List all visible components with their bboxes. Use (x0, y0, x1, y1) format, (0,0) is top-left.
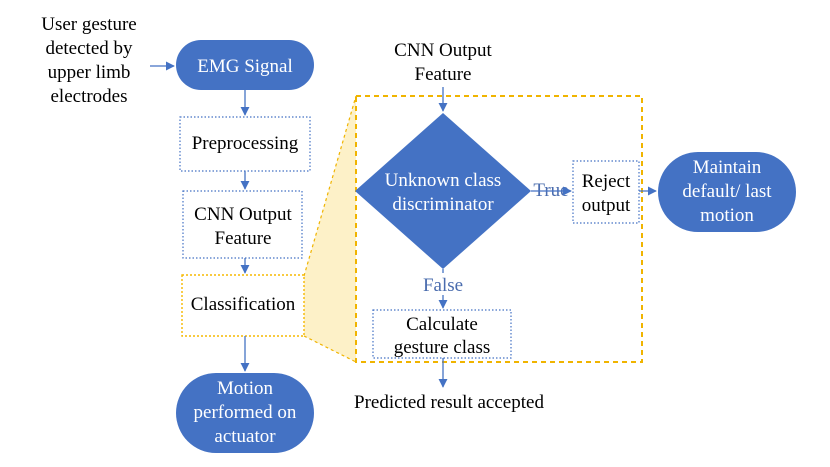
discriminator-node: Unknown class discriminator (355, 113, 531, 269)
cnn-feature-label-line: Feature (215, 228, 272, 249)
preprocessing-box (179, 116, 311, 172)
emg-signal-node: EMG Signal (176, 40, 314, 90)
calculate-box (372, 309, 512, 359)
maintain-label-line: default/ last (682, 181, 772, 202)
discriminator-label-line: Unknown class (385, 170, 502, 191)
motion-performed-node: Motion performed on actuator (176, 373, 314, 453)
maintain-label-line: motion (700, 205, 754, 226)
maintain-node: Maintain default/ last motion (658, 152, 796, 232)
calculate-node: Calculate gesture class (372, 309, 512, 359)
detail-cnn-feature-line: Feature (415, 64, 472, 85)
zoom-connector-top-edge (303, 95, 357, 277)
motion-performed-label-line: performed on (194, 402, 297, 423)
calculate-label-line: gesture class (394, 337, 491, 358)
zoom-connector-bottom-edge (303, 335, 357, 363)
cnn-feature-node: CNN Output Feature (182, 190, 303, 259)
false-branch-label: False (423, 275, 463, 296)
result-label: Predicted result accepted (354, 392, 544, 413)
motion-performed-label-line: Motion (217, 378, 273, 399)
zoom-connector (304, 96, 356, 362)
false-label-backdrop (416, 273, 468, 295)
preprocessing-node: Preprocessing (179, 116, 311, 172)
preprocessing-label: Preprocessing (192, 133, 299, 154)
input-label-line: detected by (45, 38, 133, 59)
reject-output-label-line: Reject (582, 171, 631, 192)
reject-output-box (572, 160, 640, 224)
classification-node: Classification (181, 274, 305, 337)
detail-cnn-feature-line: CNN Output (394, 40, 492, 61)
reject-output-node: Reject output (572, 160, 640, 224)
cnn-feature-label-line: CNN Output (194, 204, 292, 225)
input-label: User gesture detected by upper limb elec… (41, 14, 137, 107)
classification-box (181, 274, 305, 337)
cnn-feature-box (182, 190, 303, 259)
emg-signal-shape (176, 40, 314, 90)
motion-performed-label-line: actuator (214, 426, 276, 447)
detail-cnn-feature: CNN Output Feature (394, 40, 492, 85)
classification-label: Classification (191, 294, 296, 315)
input-label-line: electrodes (50, 86, 127, 107)
emg-signal-label: EMG Signal (197, 56, 293, 77)
calculate-label-line: Calculate (406, 314, 478, 335)
maintain-shape (658, 152, 796, 232)
detail-frame (355, 95, 643, 363)
input-label-line: User gesture (41, 14, 137, 35)
reject-output-label-line: output (582, 195, 631, 216)
motion-performed-shape (176, 373, 314, 453)
maintain-label-line: Maintain (693, 157, 762, 178)
discriminator-label-line: discriminator (392, 194, 494, 215)
input-label-line: upper limb (48, 62, 131, 83)
discriminator-diamond (355, 113, 531, 269)
